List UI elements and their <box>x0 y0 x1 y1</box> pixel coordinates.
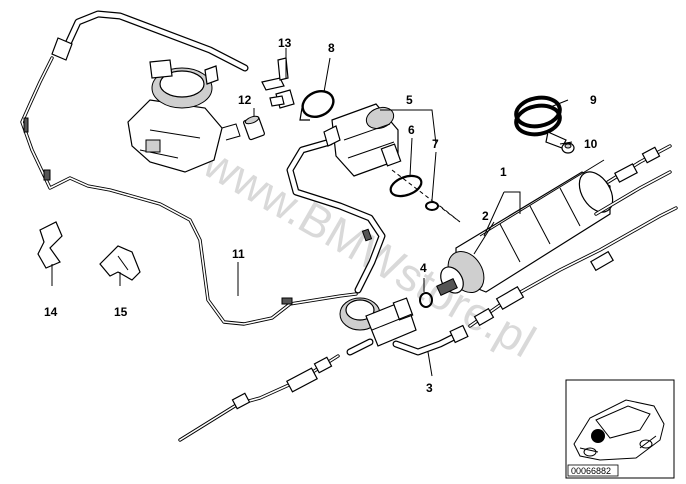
callout-8: 8 <box>328 41 335 55</box>
callout-7: 7 <box>432 137 439 151</box>
fuel-line <box>20 56 358 326</box>
o-ring-6 <box>389 174 423 198</box>
fuel-pipe-right <box>468 206 678 328</box>
callout-1: 1 <box>500 165 507 179</box>
callout-11: 11 <box>232 247 245 261</box>
leader-lines <box>51 48 573 377</box>
outlet-line-upper <box>606 144 672 184</box>
connector-12 <box>243 115 265 141</box>
fuel-filter-1 <box>436 159 614 296</box>
pressure-regulator-5 <box>323 103 402 177</box>
seal-7 <box>425 201 439 211</box>
callout-14: 14 <box>44 305 58 319</box>
circlip-8 <box>299 89 335 121</box>
intake-unit <box>127 59 241 173</box>
reference-number: 00066882 <box>571 466 611 476</box>
callout-13: 13 <box>278 36 292 50</box>
thumbnail-inset: 00066882 <box>565 379 675 479</box>
vent-hose-top <box>51 10 249 72</box>
nut-10 <box>561 142 575 154</box>
assembly-guides <box>391 169 461 223</box>
callout-2: 2 <box>482 209 489 223</box>
callout-9: 9 <box>590 93 597 107</box>
car-outline-icon <box>573 399 665 461</box>
callout-labels: 13 8 12 5 6 7 9 10 1 2 11 4 14 15 3 <box>44 36 598 395</box>
callout-6: 6 <box>408 123 415 137</box>
callout-5: 5 <box>406 93 413 107</box>
vent-hose-s <box>286 138 386 294</box>
connector-13 <box>261 57 295 109</box>
callout-15: 15 <box>114 305 128 319</box>
pipe-top-right <box>594 170 672 216</box>
callout-4: 4 <box>420 261 427 275</box>
callout-12: 12 <box>238 93 252 107</box>
holder-15 <box>99 245 141 281</box>
location-marker-icon <box>591 429 605 443</box>
washer-4 <box>419 292 433 308</box>
callout-3: 3 <box>426 381 433 395</box>
clamp-9 <box>514 95 567 149</box>
clip-14 <box>37 221 63 269</box>
callout-10: 10 <box>584 137 598 151</box>
fuel-valve-3 <box>339 297 469 356</box>
return-line <box>178 354 340 442</box>
